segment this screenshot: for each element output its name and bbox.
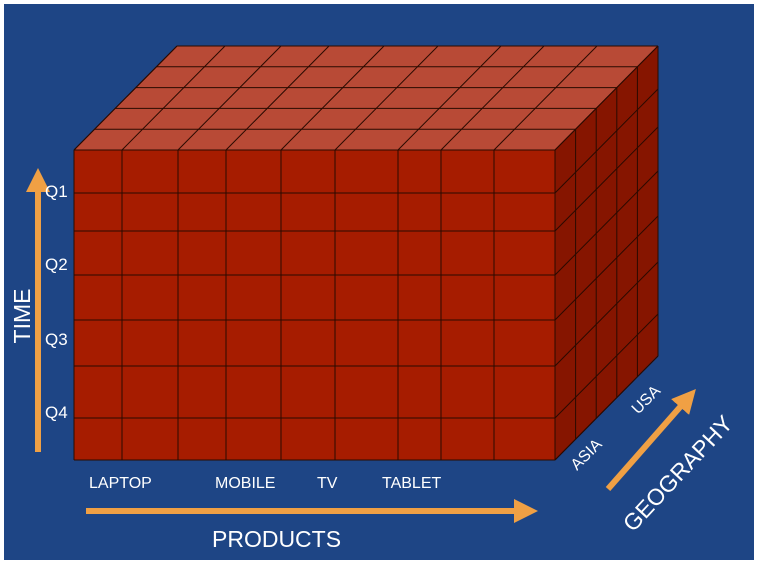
product-label-laptop: LAPTOP (89, 475, 152, 492)
top-grid-depth (121, 45, 226, 151)
side-grid-depth (554, 215, 659, 321)
cube-edge (73, 45, 178, 151)
top-grid-depth (177, 45, 282, 151)
side-grid-depth (554, 170, 659, 276)
quarter-label-q4: Q4 (45, 403, 68, 422)
top-grid-depth (225, 45, 330, 151)
cube-top-face (74, 46, 658, 150)
side-grid-depth (554, 45, 659, 151)
products-axis-label: PRODUCTS (212, 526, 341, 552)
top-grid-depth (440, 45, 545, 151)
time-axis-label: TIME (9, 289, 35, 344)
product-label-tv: TV (317, 475, 338, 492)
cube-grid-lines (73, 45, 659, 461)
cube-edge (554, 355, 659, 461)
side-grid-depth (554, 126, 659, 232)
geography-arrow-icon (605, 388, 696, 491)
top-grid-depth (280, 45, 385, 151)
top-grid-depth (397, 45, 502, 151)
product-label-mobile: MOBILE (215, 475, 275, 492)
quarter-label-q1: Q1 (45, 182, 68, 201)
side-grid-depth (554, 88, 659, 194)
cube-front-face (74, 150, 555, 460)
quarter-label-q2: Q2 (45, 255, 68, 274)
cube-side-face (555, 46, 658, 460)
side-grid-depth (554, 261, 659, 367)
quarter-label-q3: Q3 (45, 330, 68, 349)
top-grid-depth (334, 45, 439, 151)
product-label-tablet: TABLET (382, 475, 442, 492)
side-grid-depth (554, 313, 659, 419)
top-grid-depth (493, 45, 598, 151)
